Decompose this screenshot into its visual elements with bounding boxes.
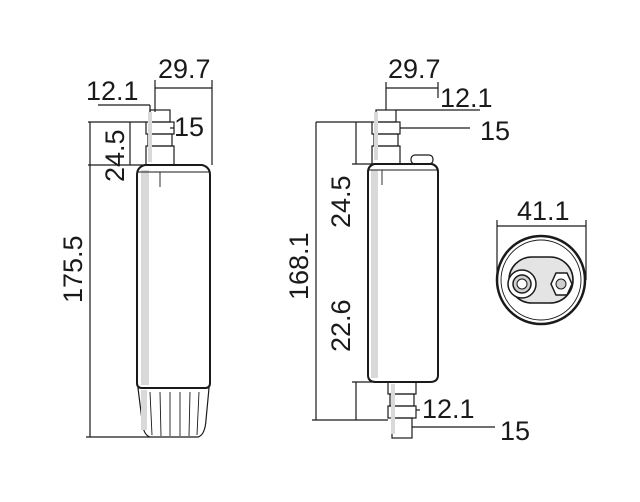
left-body-shading: [141, 170, 149, 385]
middle-pump-view: 29.7 12.1 15 24.5 22.6 168.1 12.1 15: [284, 54, 530, 446]
left-top-width-label: 29.7: [158, 54, 211, 84]
end-view-right-port: [550, 272, 573, 296]
middle-bottom-nozzle: [387, 381, 417, 439]
middle-dimension-lines: [312, 82, 495, 428]
middle-top-nozzle: [371, 109, 401, 165]
middle-overall-length-label: 168.1: [284, 232, 314, 300]
middle-nozzle-inner-label: 15: [480, 116, 510, 146]
left-nozzle-inner-label: 15: [174, 112, 204, 142]
left-bottom-grip: [137, 387, 210, 438]
middle-upper-height-label: 24.5: [326, 175, 356, 228]
middle-bottom-nozzle-outer-label: 12.1: [422, 394, 475, 424]
middle-side-nub: [410, 154, 434, 165]
end-view: 41.1: [495, 196, 587, 326]
left-top-height-label: 24.5: [100, 129, 130, 182]
middle-lower-height-label: 22.6: [326, 299, 356, 352]
left-dimension-lines: [86, 80, 213, 438]
left-overall-length-label: 175.5: [58, 235, 88, 303]
middle-top-width-label: 29.7: [388, 54, 441, 84]
left-nozzle-outer-label: 12.1: [86, 76, 139, 106]
left-pump-view: 29.7 12.1 15 24.5 175.5: [58, 54, 213, 438]
end-view-left-port: [507, 269, 537, 299]
left-top-nozzle: [145, 109, 175, 166]
middle-nozzle-outer-label: 12.1: [440, 83, 493, 113]
middle-bottom-nozzle-inner-label: 15: [500, 416, 530, 446]
end-view-diameter-label: 41.1: [517, 196, 570, 226]
middle-pump-body: [367, 163, 439, 383]
